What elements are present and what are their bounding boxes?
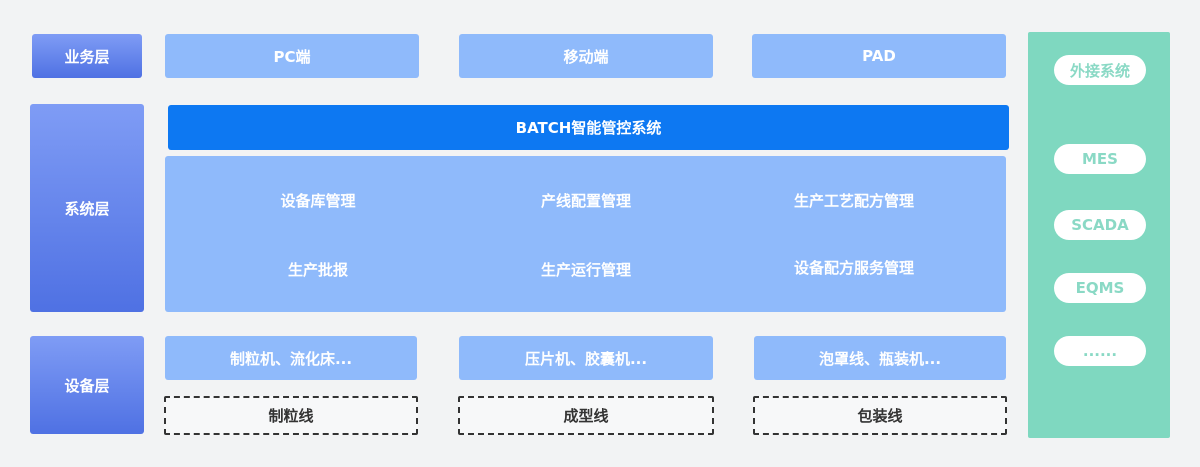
module-equipment-library: 设备库管理 [280, 192, 356, 210]
module-line-config: 产线配置管理 [540, 192, 631, 210]
external-mes: MES [1054, 144, 1146, 174]
module-equipment-recipe-service: 设备配方服务管理 [793, 259, 914, 277]
line-packaging: 包装线 [753, 396, 1007, 435]
device-layer-label: 设备层 [30, 336, 144, 434]
business-layer-label: 业务层 [32, 34, 142, 78]
equipment-tablet: 压片机、胶囊机... [459, 336, 713, 380]
module-process-recipe: 生产工艺配方管理 [793, 192, 914, 210]
system-modules-panel [165, 156, 1006, 312]
module-production-run: 生产运行管理 [540, 261, 631, 279]
external-more: ...... [1054, 336, 1146, 366]
external-systems-title: 外接系统 [1054, 55, 1146, 85]
pad-client-box: PAD [752, 34, 1006, 78]
pc-client-box: PC端 [165, 34, 419, 78]
equipment-packaging: 泡罩线、瓶装机... [754, 336, 1006, 380]
external-eqms: EQMS [1054, 273, 1146, 303]
line-forming: 成型线 [458, 396, 714, 435]
line-granulation: 制粒线 [164, 396, 418, 435]
mobile-client-box: 移动端 [459, 34, 713, 78]
equipment-granulation: 制粒机、流化床... [165, 336, 417, 380]
module-batch-report: 生产批报 [287, 261, 348, 279]
batch-system-title: BATCH智能管控系统 [168, 105, 1009, 150]
external-scada: SCADA [1054, 210, 1146, 240]
system-layer-label: 系统层 [30, 104, 144, 312]
